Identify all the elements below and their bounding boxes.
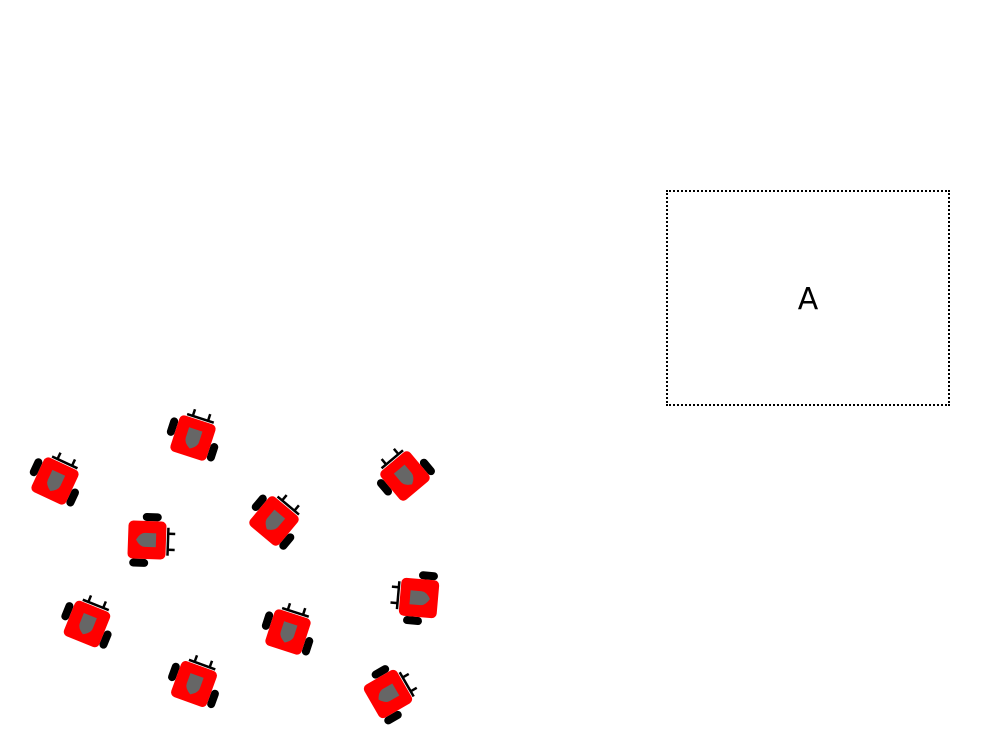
robot-sensor-icon [186,673,204,695]
robot-sensor-icon [409,590,430,606]
robot-wheel-right [301,637,314,656]
robot-wheel-right [207,689,219,709]
target-region-label: A [797,282,819,317]
target-region-a: A [666,190,950,406]
robot-wheel-right [418,571,438,581]
robot-antenna-left [286,602,292,611]
robot-wheel-right [129,558,149,567]
robot-sensor-icon [280,621,298,643]
robot-front-bar [186,412,215,424]
robot-wheel-left [376,479,393,496]
robot-antenna-left [191,408,197,417]
robot-3 [376,447,435,501]
robot-wheel-left [29,458,43,477]
robot-sensor-icon [136,532,157,548]
robot-6 [61,594,112,649]
robot-wheel-right [279,533,295,550]
robot-antenna-right [206,413,212,422]
robot-sensor-icon [393,464,414,485]
robot-wheel-right [99,630,112,649]
robot-sensor-icon [47,469,66,491]
robot-wheel-left [142,512,162,522]
robot-10 [363,665,418,725]
robot-sensor-icon [79,613,97,635]
robot-front-bar [395,581,401,610]
robot-wheel-left [261,611,274,630]
robot-antenna-right [301,607,307,616]
robot-1 [29,452,79,507]
robot-wheel-right [206,443,219,462]
robot-antenna-right [208,660,214,668]
robot-front-bar [51,455,78,470]
robot-antenna-right [293,504,300,512]
robot-9 [168,654,219,709]
robot-sensor-icon [265,509,286,530]
robot-antenna-right [102,600,107,609]
robot-2 [166,408,219,462]
robot-front-bar [380,449,404,470]
robot-front-bar [276,495,300,516]
robot-wheel-left [403,616,422,625]
robot-4 [127,512,176,567]
robot-wheel-left [371,665,390,679]
robot-front-bar [166,527,170,556]
robot-antenna-right [392,447,400,455]
robot-antenna-left [402,672,410,679]
robot-front-bar [188,658,216,671]
robot-antenna-left [390,601,398,605]
robot-7 [261,602,314,656]
robot-5 [249,494,300,550]
robot-front-bar [82,598,110,612]
robot-wheel-right [66,488,79,507]
robot-antenna-left [56,452,62,460]
robot-wheel-right [419,458,435,476]
robot-antenna-right [391,585,399,589]
robot-antenna-right [70,458,77,467]
robot-8 [390,571,440,625]
robot-wheel-left [251,494,267,511]
robot-sensor-icon [378,683,400,703]
robot-front-bar [398,671,415,698]
robot-wheel-left [168,662,180,682]
robot-wheel-left [166,417,179,436]
robot-antenna-left [193,654,199,663]
robot-antenna-right [410,686,418,693]
robot-wheel-left [61,602,74,621]
robot-antenna-left [380,458,388,466]
robot-sensor-icon [185,427,203,449]
robot-antenna-left [281,494,288,502]
robot-front-bar [281,606,310,618]
robot-antenna-left [87,594,93,603]
robot-wheel-right [384,710,402,725]
